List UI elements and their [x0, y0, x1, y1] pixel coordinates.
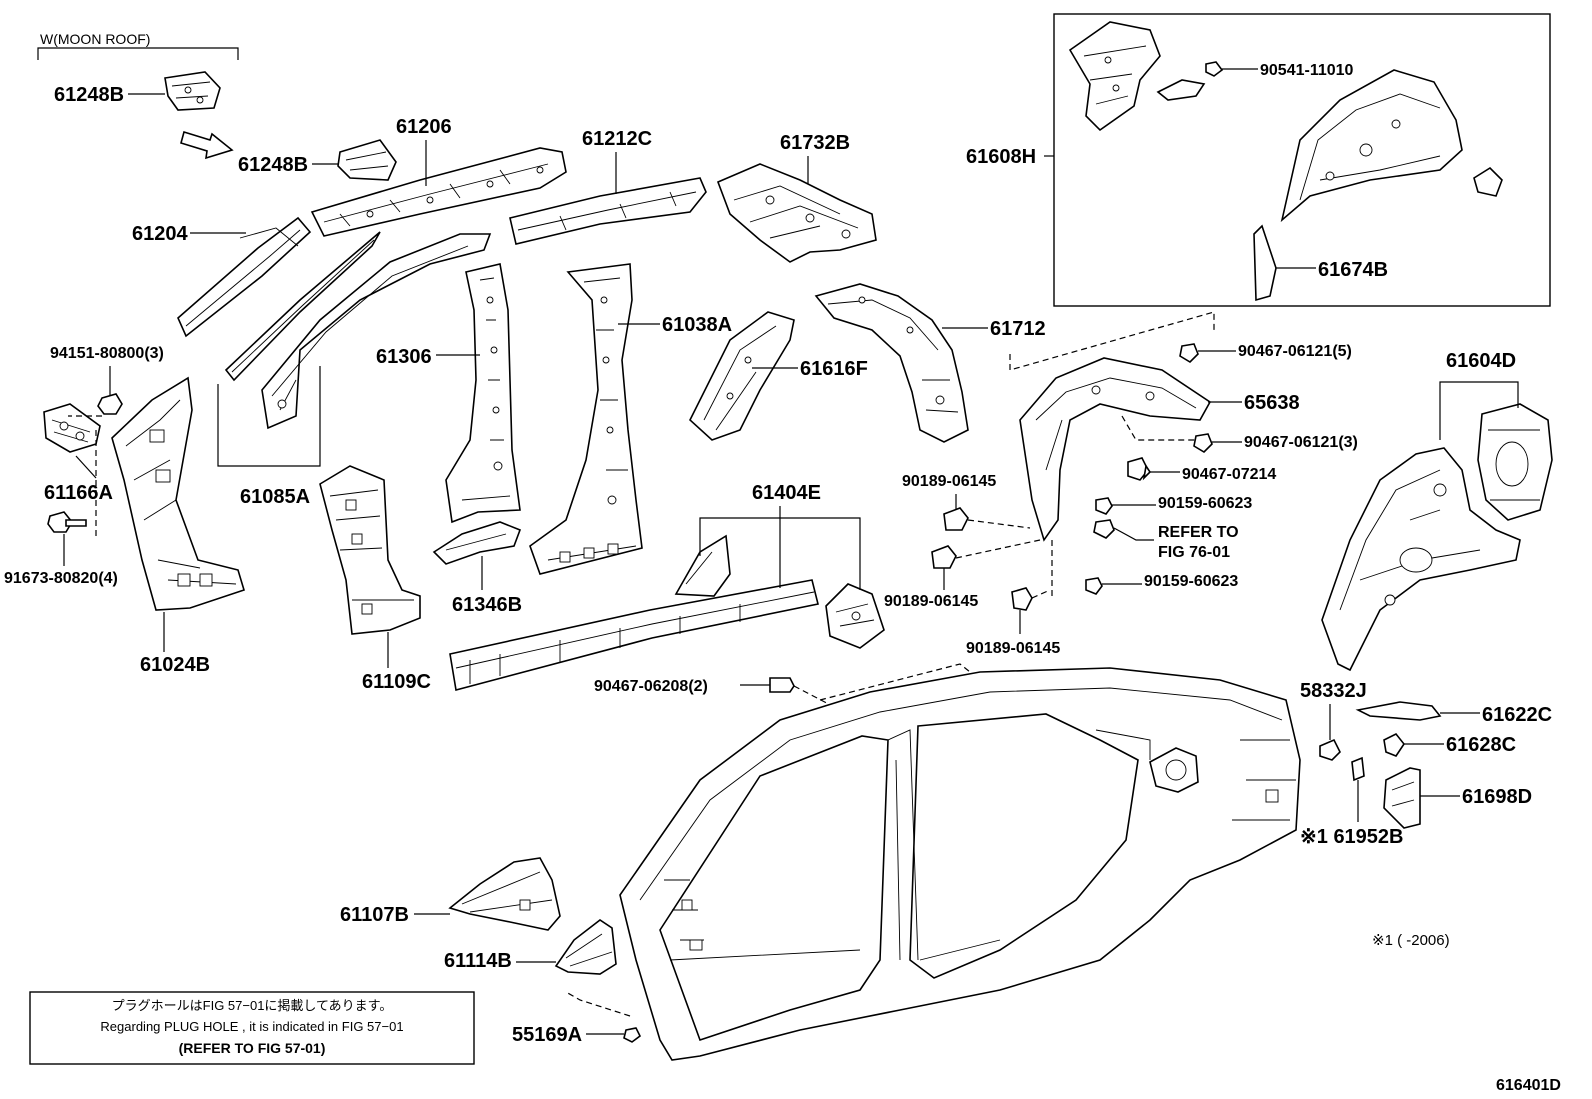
- part-61404E-label[interactable]: 61404E: [752, 482, 821, 504]
- screw-90159-b-drawing[interactable]: [1085, 577, 1103, 595]
- part-61212C-label[interactable]: 61212C: [582, 128, 652, 150]
- part-61248B-top-drawing[interactable]: [164, 71, 221, 111]
- part-61616F-drawing[interactable]: [689, 311, 795, 441]
- screw-90159-a-drawing[interactable]: [1095, 497, 1113, 515]
- footnote-date-range: ※1 ( -2006): [1372, 932, 1450, 949]
- part-90189-c-label[interactable]: 90189-06145: [966, 640, 1060, 657]
- part-61952B-label[interactable]: ※1 61952B: [1300, 826, 1404, 848]
- side-body-outer-panel-drawing[interactable]: [619, 667, 1301, 1061]
- moon-roof-bracket: [37, 47, 239, 60]
- part-90467-06121-5-label[interactable]: 90467-06121(5): [1238, 343, 1352, 360]
- detail-box-61608H: [1053, 13, 1551, 307]
- part-61712-label[interactable]: 61712: [990, 318, 1046, 340]
- part-91673-label[interactable]: 91673-80820(4): [4, 570, 118, 587]
- part-61346B-label[interactable]: 61346B: [452, 594, 522, 616]
- part-61109C-label[interactable]: 61109C: [362, 671, 431, 693]
- part-61114B-drawing[interactable]: [554, 919, 617, 975]
- part-61085A-drawing[interactable]: [224, 231, 492, 430]
- part-61698D-label[interactable]: 61698D: [1462, 786, 1532, 808]
- part-61107B-drawing[interactable]: [448, 857, 561, 931]
- part-61038A-label[interactable]: 61038A: [662, 314, 732, 336]
- part-61622C-label[interactable]: 61622C: [1482, 704, 1552, 726]
- part-61024B-label[interactable]: 61024B: [140, 654, 210, 676]
- part-61248B-drawing[interactable]: [337, 139, 397, 181]
- part-61085A-label[interactable]: 61085A: [240, 486, 310, 508]
- plug-hole-note-ref[interactable]: (REFER TO FIG 57-01): [179, 1040, 326, 1056]
- part-61616F-label[interactable]: 61616F: [800, 358, 868, 380]
- part-58332J-drawing[interactable]: [1319, 738, 1341, 761]
- part-61604D-label[interactable]: 61604D: [1446, 350, 1516, 372]
- figure-id: 616401D: [1496, 1077, 1561, 1094]
- part-61674B-drawing[interactable]: [1253, 224, 1277, 302]
- part-61608H-label[interactable]: 61608H: [966, 146, 1036, 168]
- part-61212C-drawing[interactable]: [509, 177, 707, 245]
- part-90159-a-label[interactable]: 90159-60623: [1158, 495, 1252, 512]
- part-90159-b-label[interactable]: 90159-60623: [1144, 573, 1238, 590]
- part-61608H-clip-drawing[interactable]: [1156, 79, 1206, 101]
- part-61628C-label[interactable]: 61628C: [1446, 734, 1516, 756]
- moon-roof-arrow-icon: [180, 130, 234, 160]
- part-90467-07214-label[interactable]: 90467-07214: [1182, 466, 1276, 483]
- part-61038A-drawing[interactable]: [529, 263, 643, 575]
- part-61109C-drawing[interactable]: [319, 465, 421, 635]
- part-61604D-drawing[interactable]: [1321, 403, 1553, 672]
- part-61404E-drawing[interactable]: [449, 534, 885, 691]
- part-90467-06121-3-label[interactable]: 90467-06121(3): [1244, 434, 1358, 451]
- clip-90189-c-drawing[interactable]: [1011, 587, 1033, 611]
- part-61712-drawing[interactable]: [814, 283, 969, 443]
- refer-fig-76-01-label[interactable]: FIG 76-01: [1158, 544, 1230, 561]
- part-90189-a-label[interactable]: 90189-06145: [902, 473, 996, 490]
- part-65638-drawing[interactable]: [1019, 357, 1212, 542]
- plug-hole-note-en: Regarding PLUG HOLE , it is indicated in…: [100, 1019, 403, 1034]
- clip-90467-07214-drawing[interactable]: [1127, 457, 1152, 481]
- part-90189-b-label[interactable]: 90189-06145: [884, 593, 978, 610]
- part-61204-drawing[interactable]: [177, 216, 312, 338]
- part-61204-label[interactable]: 61204: [132, 223, 188, 245]
- plug-hole-note-jp: プラグホールはFIG 57−01に掲載してあります。: [112, 998, 393, 1013]
- plug-hole-note-box: [29, 991, 475, 1065]
- part-61166A-drawing[interactable]: [43, 403, 101, 453]
- part-61114B-label[interactable]: 61114B: [444, 950, 512, 972]
- part-61206-label[interactable]: 61206: [396, 116, 452, 138]
- part-58332J-label[interactable]: 58332J: [1300, 680, 1367, 702]
- part-61732B-label[interactable]: 61732B: [780, 132, 850, 154]
- screw-refer-fig-76-drawing[interactable]: [1093, 519, 1115, 539]
- part-61622C-drawing[interactable]: [1355, 701, 1442, 721]
- clip-90189-b-drawing[interactable]: [931, 545, 957, 569]
- part-61698D-drawing[interactable]: [1383, 767, 1421, 829]
- liner-group-bracket: [1009, 311, 1215, 371]
- part-61628C-drawing[interactable]: [1383, 732, 1405, 757]
- moon-roof-label: W(MOON ROOF): [40, 31, 150, 47]
- part-55169A-drawing[interactable]: [623, 1027, 642, 1043]
- clip-90467-06208-drawing[interactable]: [769, 677, 795, 693]
- part-61732B-drawing[interactable]: [716, 163, 877, 263]
- clip-90189-a-drawing[interactable]: [943, 507, 969, 531]
- part-94151-label[interactable]: 94151-80800(3): [50, 345, 164, 362]
- nut-90541-drawing[interactable]: [1205, 61, 1224, 77]
- part-90541-label[interactable]: 90541-11010: [1260, 62, 1354, 79]
- bolt-94151-drawing[interactable]: [97, 393, 123, 415]
- part-61346B-drawing[interactable]: [432, 521, 522, 565]
- bolt-91673-drawing[interactable]: [47, 511, 87, 533]
- part-61248B-label[interactable]: 61248B: [238, 154, 308, 176]
- part-61608H-wheelhouse-drawing[interactable]: [1280, 69, 1503, 223]
- part-61952B-drawing[interactable]: [1351, 756, 1365, 782]
- refer-to-label: REFER TO: [1158, 524, 1239, 541]
- nut-90467-06121-3-drawing[interactable]: [1193, 433, 1213, 454]
- part-61206-drawing[interactable]: [310, 147, 567, 237]
- part-55169A-label[interactable]: 55169A: [512, 1024, 582, 1046]
- nut-90467-06121-5-drawing[interactable]: [1179, 343, 1199, 364]
- part-90467-06208-label[interactable]: 90467-06208(2): [594, 678, 708, 695]
- part-61608H-bracket-drawing[interactable]: [1068, 21, 1161, 132]
- part-61674B-label[interactable]: 61674B: [1318, 259, 1388, 281]
- part-65638-label[interactable]: 65638: [1244, 392, 1300, 414]
- part-61024B-drawing[interactable]: [111, 376, 245, 611]
- part-61306-label[interactable]: 61306: [376, 346, 432, 368]
- part-61166A-label[interactable]: 61166A: [44, 482, 113, 504]
- part-61306-drawing[interactable]: [445, 263, 521, 524]
- part-61248B-top-label[interactable]: 61248B: [54, 84, 124, 106]
- part-61107B-label[interactable]: 61107B: [340, 904, 409, 926]
